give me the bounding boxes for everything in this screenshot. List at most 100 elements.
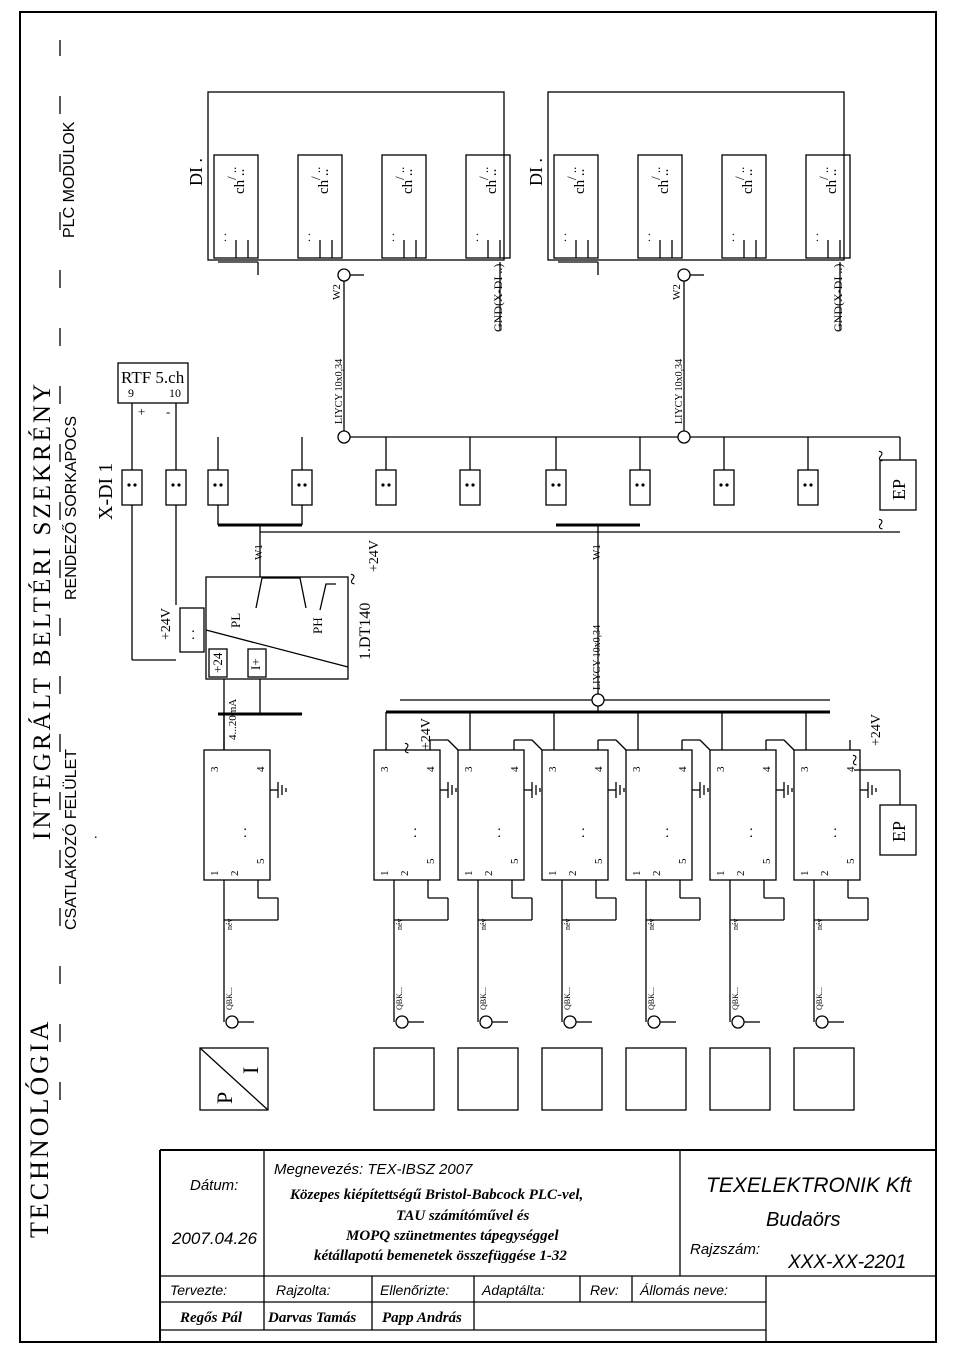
ep-box-bottom bbox=[879, 804, 917, 856]
x-di-label: X-DI 1 bbox=[95, 463, 117, 520]
pin-5: 5 bbox=[761, 858, 773, 864]
pin-5: 5 bbox=[255, 858, 267, 864]
sensor-box bbox=[793, 1047, 855, 1111]
terminal-block bbox=[121, 469, 143, 506]
di-dots: . . bbox=[383, 233, 397, 242]
converter-dots: . . bbox=[183, 630, 198, 641]
tx-dots: . . bbox=[825, 828, 840, 839]
converter-inner bbox=[179, 607, 205, 653]
tx-dots: . . bbox=[405, 828, 420, 839]
rajzolta-value: Darvas Tamás bbox=[267, 1310, 356, 1326]
desc-line-3: MOPQ szünetmentes tápegységgel bbox=[345, 1228, 559, 1244]
di-group: DI .. .ch ../ ... .ch ../ ... .ch ../ ..… bbox=[186, 91, 511, 444]
w2-label: W2 bbox=[331, 284, 343, 300]
pin-4: 4 bbox=[593, 766, 605, 772]
csatlakozo-label: CSATLAKOZÓ FELÜLET bbox=[61, 749, 80, 930]
converter-box bbox=[205, 576, 349, 680]
tervezte-label: Tervezte: bbox=[170, 1282, 227, 1298]
pin-2: 2 bbox=[567, 871, 579, 877]
rtf-minus: - bbox=[166, 404, 170, 419]
pin-5: 5 bbox=[509, 858, 521, 864]
rajzszam-value: XXX-XX-2201 bbox=[787, 1252, 906, 1273]
tilde-ep-a: ~ bbox=[868, 450, 893, 462]
terminal-block bbox=[375, 469, 397, 506]
pin-2: 2 bbox=[229, 871, 241, 877]
di-ch: ch .. bbox=[316, 169, 332, 194]
ep-tilde-low: ~ bbox=[842, 754, 867, 766]
di-slash: / .. bbox=[224, 167, 239, 180]
tx-dots: . . bbox=[741, 828, 756, 839]
title-block bbox=[159, 1149, 936, 1342]
terminal-block bbox=[629, 469, 651, 506]
nev-label: név bbox=[479, 918, 488, 930]
drawing-frame bbox=[19, 11, 937, 1343]
pin-4: 4 bbox=[761, 766, 773, 772]
transmitter: 1 2 3 4 5 . . névQBK... bbox=[709, 712, 795, 1029]
converter-iplus: I+ bbox=[248, 658, 263, 670]
di-ch: ch .. bbox=[656, 169, 672, 194]
qbk-label: QBK... bbox=[479, 987, 488, 1010]
di-module-groups: DI .. .ch ../ ... .ch ../ ... .ch ../ ..… bbox=[186, 91, 851, 444]
pin-5: 5 bbox=[593, 858, 605, 864]
qbk-label: QBK... bbox=[225, 987, 234, 1010]
nev-label: név bbox=[395, 918, 404, 930]
terminal-block bbox=[291, 469, 313, 506]
company-city: Budaörs bbox=[766, 1209, 841, 1231]
tilde-ep-b: ~ bbox=[868, 518, 893, 530]
tx-plus24: +24V bbox=[419, 718, 434, 750]
pin-2: 2 bbox=[651, 871, 663, 877]
di-ch: ch .. bbox=[484, 169, 500, 194]
pin-3: 3 bbox=[631, 766, 643, 772]
nev-label: név bbox=[225, 918, 234, 930]
w2-label: W2 bbox=[671, 284, 683, 300]
di-slash: / .. bbox=[476, 167, 491, 180]
allomas-label: Állomás neve: bbox=[639, 1282, 728, 1298]
tervezte-value: Regős Pál bbox=[179, 1310, 243, 1326]
ep-bottom: EP bbox=[889, 821, 909, 842]
di-ch: ch .. bbox=[824, 169, 840, 194]
di-ch: ch .. bbox=[232, 169, 248, 194]
di-dots: . . bbox=[639, 233, 653, 242]
rendezo-label: RENDEZŐ SORKAPOCS bbox=[61, 416, 80, 600]
di-title: DI . bbox=[186, 158, 206, 186]
qbk-label: QBK... bbox=[731, 987, 740, 1010]
sensor-box bbox=[457, 1047, 519, 1111]
pin-1: 1 bbox=[715, 871, 727, 877]
di-slash: / .. bbox=[732, 167, 747, 180]
pin-2: 2 bbox=[735, 871, 747, 877]
pin-5: 5 bbox=[677, 858, 689, 864]
rtf-title: RTF 5.ch bbox=[121, 368, 185, 387]
nev-label: név bbox=[731, 918, 740, 930]
desc-line-4: kétállapotú bemenetek összefüggése 1-32 bbox=[314, 1248, 567, 1264]
di-dots: . . bbox=[723, 233, 737, 242]
rtf-box bbox=[117, 362, 189, 404]
adaptalta-label: Adaptálta: bbox=[481, 1282, 545, 1298]
tx-tilde: ~ bbox=[394, 742, 419, 754]
cable-label: LIYCY 10x0,34 bbox=[334, 359, 345, 424]
pin-2: 2 bbox=[399, 871, 411, 877]
terminal-block bbox=[713, 469, 735, 506]
pin-4: 4 bbox=[425, 766, 437, 772]
nev-label: név bbox=[647, 918, 656, 930]
pin-3: 3 bbox=[715, 766, 727, 772]
pin-3: 3 bbox=[379, 766, 391, 772]
pin-1: 1 bbox=[463, 871, 475, 877]
sensor-box bbox=[373, 1047, 435, 1111]
pin-2: 2 bbox=[819, 871, 831, 877]
desc-line-2: TAU számítóművel és bbox=[396, 1208, 530, 1224]
nev-label: név bbox=[563, 918, 572, 930]
rajzolta-label: Rajzolta: bbox=[276, 1282, 331, 1298]
pi-box bbox=[199, 1047, 269, 1111]
w1-right: W1 bbox=[591, 544, 603, 560]
datum-label: Dátum: bbox=[190, 1177, 238, 1194]
ep-top: EP bbox=[889, 479, 909, 500]
pin-1: 1 bbox=[631, 871, 643, 877]
di-dots: . . bbox=[215, 233, 229, 242]
cable-label: LIYCY 10x0,34 bbox=[674, 359, 685, 424]
di-slash: / .. bbox=[816, 167, 831, 180]
pin-2: 2 bbox=[483, 871, 495, 877]
